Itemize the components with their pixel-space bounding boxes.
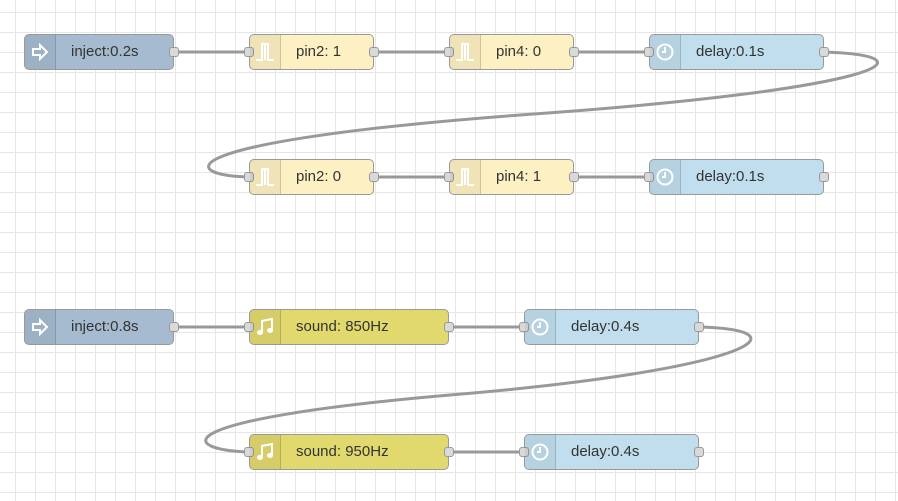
output-port[interactable] [694,447,704,457]
node-label: pin2: 1 [296,43,342,60]
output-port[interactable] [169,322,179,332]
pulse-icon [450,160,481,194]
pulse-icon [250,160,281,194]
gpio-node-pin4-on[interactable]: pin4: 1 [444,159,579,195]
input-port[interactable] [519,322,529,332]
arrow-in-icon [25,35,56,69]
wire[interactable] [207,50,880,179]
node-label: inject:0.2s [71,43,139,60]
delay-node-0.4s[interactable]: delay:0.4s [519,309,704,345]
output-port[interactable] [444,447,454,457]
clock-icon [525,310,556,344]
clock-icon [525,435,556,469]
output-port[interactable] [569,172,579,182]
node-label: inject:0.8s [71,318,139,335]
gpio-node-pin2-off[interactable]: pin2: 0 [244,159,379,195]
output-port[interactable] [369,47,379,57]
output-port[interactable] [819,172,829,182]
output-port[interactable] [369,172,379,182]
node-label: sound: 950Hz [296,443,389,460]
node-label: sound: 850Hz [296,318,389,335]
music-note-icon [250,310,281,344]
output-port[interactable] [444,322,454,332]
wire[interactable] [204,325,753,454]
gpio-node-pin4-off[interactable]: pin4: 0 [444,34,579,70]
pulse-icon [250,35,281,69]
inject-node-0.2s[interactable]: inject:0.2s [24,34,179,70]
input-port[interactable] [644,172,654,182]
input-port[interactable] [244,47,254,57]
delay-node-0.1s[interactable]: delay:0.1s [644,34,829,70]
delay-node-0.1s-2[interactable]: delay:0.1s [644,159,829,195]
node-label: delay:0.1s [696,43,765,60]
node-label: pin4: 0 [496,43,542,60]
output-port[interactable] [569,47,579,57]
node-label: delay:0.4s [571,318,640,335]
input-port[interactable] [444,172,454,182]
clock-icon [650,160,681,194]
sound-node-850hz[interactable]: sound: 850Hz [244,309,454,345]
output-port[interactable] [169,47,179,57]
input-port[interactable] [244,172,254,182]
node-label: pin4: 1 [496,168,542,185]
pulse-icon [450,35,481,69]
music-note-icon [250,435,281,469]
input-port[interactable] [644,47,654,57]
node-label: delay:0.1s [696,168,765,185]
inject-node-0.8s[interactable]: inject:0.8s [24,309,179,345]
gpio-node-pin2-on[interactable]: pin2: 1 [244,34,379,70]
node-label: delay:0.4s [571,443,640,460]
delay-node-0.4s-2[interactable]: delay:0.4s [519,434,704,470]
output-port[interactable] [694,322,704,332]
input-port[interactable] [519,447,529,457]
output-port[interactable] [819,47,829,57]
input-port[interactable] [444,47,454,57]
sound-node-950hz[interactable]: sound: 950Hz [244,434,454,470]
input-port[interactable] [244,322,254,332]
node-label: pin2: 0 [296,168,342,185]
arrow-in-icon [25,310,56,344]
input-port[interactable] [244,447,254,457]
clock-icon [650,35,681,69]
